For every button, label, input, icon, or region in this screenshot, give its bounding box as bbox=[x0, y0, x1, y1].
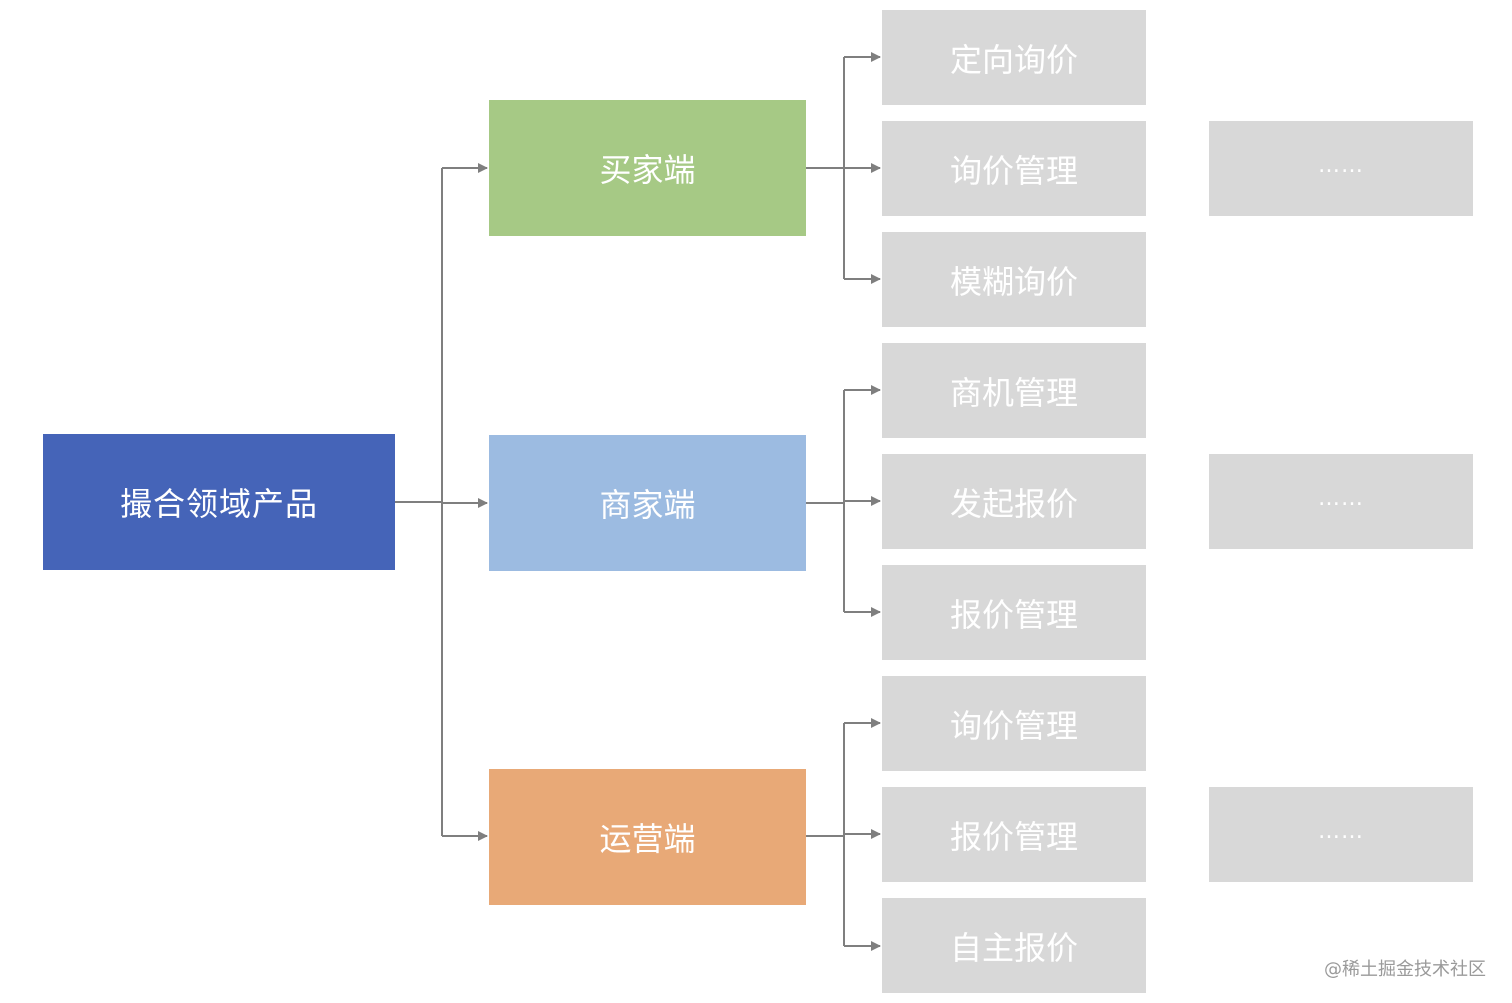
leaf-node-merchant-0: 商机管理 bbox=[882, 343, 1146, 438]
leaf-node-label: 询价管理 bbox=[949, 151, 1078, 190]
root-node-label: 撮合领域产品 bbox=[119, 485, 318, 523]
leaf-node-label: 询价管理 bbox=[949, 706, 1078, 745]
leaf-node-label: 模糊询价 bbox=[949, 262, 1078, 301]
branch-node-label: 商家端 bbox=[599, 486, 696, 524]
more-node-label: …… bbox=[1318, 486, 1364, 511]
leaf-node-operator-0: 询价管理 bbox=[882, 676, 1146, 771]
watermark: @稀土掘金技术社区 bbox=[1324, 959, 1486, 980]
branch-node-label: 运营端 bbox=[599, 820, 696, 858]
leaf-node-buyer-2: 模糊询价 bbox=[882, 232, 1146, 327]
more-node-buyer: …… bbox=[1209, 121, 1473, 216]
leaf-node-merchant-1: 发起报价 bbox=[882, 454, 1146, 549]
leaf-node-label: 商机管理 bbox=[949, 373, 1078, 412]
more-node-operator: …… bbox=[1209, 787, 1473, 882]
branch-node-buyer: 买家端 bbox=[489, 100, 806, 236]
leaf-node-operator-1: 报价管理 bbox=[882, 787, 1146, 882]
branch-node-operator: 运营端 bbox=[489, 769, 806, 905]
more-node-label: …… bbox=[1318, 819, 1364, 844]
leaf-node-label: 自主报价 bbox=[949, 928, 1078, 967]
leaf-node-label: 报价管理 bbox=[949, 595, 1078, 634]
leaf-node-label: 发起报价 bbox=[949, 484, 1078, 523]
root-node: 撮合领域产品 bbox=[43, 434, 395, 570]
branch-node-label: 买家端 bbox=[599, 151, 696, 189]
leaf-node-label: 报价管理 bbox=[949, 817, 1078, 856]
leaf-node-buyer-0: 定向询价 bbox=[882, 10, 1146, 105]
branch-node-merchant: 商家端 bbox=[489, 435, 806, 571]
more-node-merchant: …… bbox=[1209, 454, 1473, 549]
leaf-node-buyer-1: 询价管理 bbox=[882, 121, 1146, 216]
more-node-label: …… bbox=[1318, 153, 1364, 178]
leaf-node-label: 定向询价 bbox=[949, 40, 1078, 79]
leaf-node-operator-2: 自主报价 bbox=[882, 898, 1146, 993]
leaf-node-merchant-2: 报价管理 bbox=[882, 565, 1146, 660]
